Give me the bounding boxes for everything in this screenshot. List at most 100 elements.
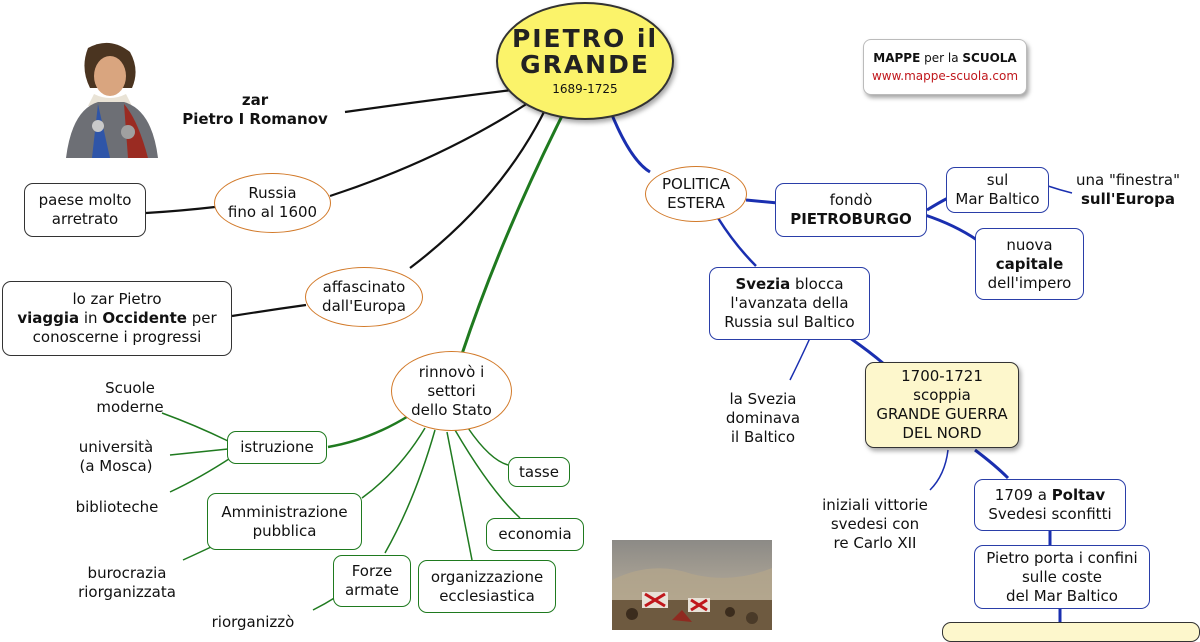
russia-line-2: fino al 1600 xyxy=(227,203,318,221)
node-fondo-pietroburgo: fondò PIETROBURGO xyxy=(775,183,927,237)
confini-line-3: del Mar Baltico xyxy=(1006,586,1118,605)
node-politica-estera: POLITICA ESTERA xyxy=(645,166,747,222)
russia-line-1: Russia xyxy=(248,184,297,202)
confini-line-2: sulle coste xyxy=(1021,567,1102,586)
node-finestra-europa: una "finestra" sull'Europa xyxy=(1066,170,1190,210)
node-svezia-dominava: la Svezia dominava il Baltico xyxy=(713,388,813,448)
confini-line-1: Pietro porta i confini xyxy=(986,548,1138,567)
rinnovo-line-1: rinnovò i xyxy=(418,362,485,381)
rinnovo-line-3: dello Stato xyxy=(411,400,492,419)
edge-guerra-iniziali xyxy=(929,449,949,491)
viaggia-line-3: conoscerne i progressi xyxy=(32,328,202,346)
iniziali-line-1: iniziali vittorie xyxy=(822,495,928,514)
node-burocrazia: burocrazia riorganizzata xyxy=(70,563,184,603)
edge-title-politica xyxy=(608,109,651,174)
node-zar: zar Pietro I Romanov xyxy=(160,90,350,130)
svezia-line-1: Svezia blocca xyxy=(735,275,843,294)
guerra-line-4: DEL NORD xyxy=(902,424,982,442)
node-rinnovo-stato: rinnovò i settori dello Stato xyxy=(391,351,512,431)
viaggia-per: per xyxy=(186,309,217,327)
title-line-2: GRANDE xyxy=(520,50,650,79)
poltava-year: 1709 a xyxy=(994,486,1052,504)
amministrazione-line-2: pubblica xyxy=(252,521,317,540)
edge-fondo-capitale xyxy=(924,213,978,242)
edge-rinnovo-tasse xyxy=(467,427,509,466)
node-viaggia-occidente: lo zar Pietro viaggia in Occidente per c… xyxy=(2,281,232,356)
central-topic-title: PIETRO il GRANDE 1689-1725 xyxy=(496,2,674,120)
forze-line-1: Forze xyxy=(351,562,393,580)
node-iniziali-vittorie: iniziali vittorie svedesi con re Carlo X… xyxy=(808,494,942,554)
node-nuova-capitale: nuova capitale dell'impero xyxy=(975,228,1084,300)
edge-russia-paese xyxy=(145,205,216,215)
node-istruzione: istruzione xyxy=(227,431,327,464)
iniziali-line-3: re Carlo XII xyxy=(833,533,917,552)
title-years: 1689-1725 xyxy=(552,82,618,96)
node-confini-baltico: Pietro porta i confini sulle coste del M… xyxy=(974,545,1150,609)
title-line-1: PIETRO il xyxy=(511,24,659,53)
node-poltava: 1709 a Poltav Svedesi sconfitti xyxy=(974,479,1126,531)
scuole-line-1: Scuole xyxy=(105,379,155,397)
dominava-line-3: il Baltico xyxy=(730,427,796,446)
capitale-line-1: nuova xyxy=(1006,235,1053,254)
istruzione-label: istruzione xyxy=(240,438,314,456)
svezia-line-3: Russia sul Baltico xyxy=(724,313,855,331)
edge-svezia-dominava xyxy=(789,337,811,381)
edge-svezia-guerra xyxy=(849,336,885,366)
svezia-line-2: l'avanzata della xyxy=(730,294,849,312)
edge-rinnovo-forze xyxy=(384,429,436,554)
node-tasse: tasse xyxy=(508,457,570,487)
edge-rinnovo-istruzione xyxy=(327,413,411,449)
node-sul-mar-baltico: sul Mar Baltico xyxy=(946,167,1049,213)
riorganizzo-label: riorganizzò xyxy=(211,612,295,631)
node-universita: università (a Mosca) xyxy=(64,437,168,477)
amministrazione-line-1: Amministrazione xyxy=(221,502,348,521)
brand-name: MAPPE per la SCUOLA xyxy=(873,51,1016,65)
viaggia-bold: viaggia xyxy=(17,309,80,327)
node-grande-guerra-nord: 1700-1721 scoppia GRANDE GUERRA DEL NORD xyxy=(865,362,1019,448)
guerra-line-2: scoppia xyxy=(913,386,971,404)
node-economia: economia xyxy=(486,518,584,551)
poltava-line-1: 1709 a Poltav xyxy=(995,486,1105,505)
edge-istruzione-scuole xyxy=(161,412,229,442)
node-next-partial xyxy=(942,622,1200,642)
paese-line-1: paese molto xyxy=(38,191,132,209)
fondo-line-1: fondò xyxy=(829,191,873,209)
ecclesiastica-line-2: ecclesiastica xyxy=(439,586,535,605)
biblioteche-label: biblioteche xyxy=(75,497,159,516)
node-forze-armate: Forze armate xyxy=(333,555,411,607)
politica-line-1: POLITICA xyxy=(662,175,730,193)
sul-line-1: sul xyxy=(986,171,1009,189)
burocrazia-line-1: burocrazia xyxy=(87,564,167,582)
edge-sul-finestra xyxy=(1047,185,1073,194)
node-organizzazione-ecclesiastica: organizzazione ecclesiastica xyxy=(418,560,556,613)
node-riorganizzo: riorganizzò xyxy=(203,612,303,632)
tasse-label: tasse xyxy=(519,462,559,481)
universita-line-2: (a Mosca) xyxy=(79,457,153,475)
portrait-image xyxy=(58,40,164,158)
dominava-line-1: la Svezia xyxy=(729,389,797,408)
brand-scuola: SCUOLA xyxy=(962,51,1017,65)
edge-politica-fondo xyxy=(745,198,779,205)
node-russia: Russia fino al 1600 xyxy=(214,173,331,233)
burocrazia-line-2: riorganizzata xyxy=(78,583,176,601)
svezia-bold: Svezia xyxy=(735,275,791,293)
brand-url[interactable]: www.mappe-scuola.com xyxy=(871,69,1019,83)
edge-guerra-poltava xyxy=(974,448,1010,480)
brand-box[interactable]: MAPPE per la SCUOLA www.mappe-scuola.com xyxy=(863,39,1027,95)
viaggia-occidente: Occidente xyxy=(102,309,187,327)
scuole-line-2: moderne xyxy=(96,398,164,416)
economia-label: economia xyxy=(498,525,572,543)
iniziali-line-2: svedesi con xyxy=(830,514,920,533)
node-amministrazione: Amministrazione pubblica xyxy=(207,493,362,550)
universita-line-1: università xyxy=(78,438,154,456)
capitale-line-2: capitale xyxy=(995,254,1064,273)
brand-per-la: per la xyxy=(920,51,963,65)
fondo-line-2: PIETROBURGO xyxy=(790,210,912,228)
edge-title-affascinato xyxy=(409,109,546,269)
poltava-line-2: Svedesi sconfitti xyxy=(988,505,1112,523)
finestra-line-1: una "finestra" xyxy=(1075,171,1180,189)
paese-line-2: arretrato xyxy=(51,210,119,228)
edge-affascinato-viaggia xyxy=(231,303,307,318)
politica-line-2: ESTERA xyxy=(667,194,725,212)
